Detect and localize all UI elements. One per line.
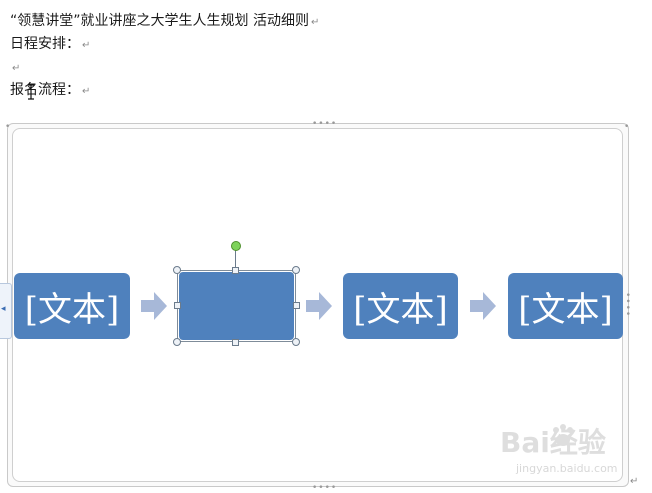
- doc-title-text: “领慧讲堂”就业讲座之大学生人生规划 活动细则: [10, 13, 309, 29]
- ibeam-cursor-icon: [28, 84, 34, 100]
- process-arrow-1[interactable]: [141, 292, 167, 320]
- chevron-left-icon: ◂: [1, 304, 6, 314]
- process-box-1-label: [文本]: [24, 289, 120, 330]
- resize-handle-top[interactable]: [232, 267, 239, 274]
- paragraph-mark: ↵: [82, 40, 91, 51]
- resize-handle-left[interactable]: [174, 302, 181, 309]
- doc-registration-text: 报名流程：: [10, 82, 80, 98]
- doc-empty-line[interactable]: ↵: [10, 58, 20, 78]
- end-paragraph-mark: ↵: [630, 476, 639, 487]
- frame-right-grip[interactable]: ••••: [622, 292, 632, 318]
- frame-top-grip[interactable]: ••••: [312, 119, 338, 129]
- doc-title-line[interactable]: “领慧讲堂”就业讲座之大学生人生规划 活动细则↵: [10, 12, 319, 32]
- resize-handle-bottom[interactable]: [232, 339, 239, 346]
- paragraph-mark: ↵: [310, 17, 320, 28]
- process-box-3-label: [文本]: [353, 289, 448, 330]
- resize-handle-bottom-left[interactable]: [173, 338, 181, 346]
- watermark-url: jingyan.baidu.com: [516, 462, 618, 475]
- process-arrow-3[interactable]: [470, 292, 496, 320]
- process-box-3[interactable]: [文本]: [343, 273, 458, 339]
- process-box-4-label: [文本]: [518, 289, 613, 330]
- frame-corner-tr[interactable]: •: [624, 122, 631, 132]
- process-box-4[interactable]: [文本]: [508, 273, 623, 339]
- paragraph-mark: ↵: [82, 86, 91, 97]
- text-pane-toggle[interactable]: ◂: [0, 283, 12, 339]
- process-box-1[interactable]: [文本]: [14, 273, 130, 339]
- watermark-brand: Bai经验: [500, 426, 606, 459]
- baidu-watermark: Bai经验 jingyan.baidu.com: [500, 420, 640, 480]
- rotation-handle-stem: [235, 249, 236, 270]
- process-box-2[interactable]: [179, 272, 294, 340]
- resize-handle-bottom-right[interactable]: [292, 338, 300, 346]
- process-arrow-2[interactable]: [306, 292, 332, 320]
- frame-corner-tl[interactable]: •: [5, 122, 12, 132]
- resize-handle-right[interactable]: [293, 302, 300, 309]
- doc-schedule-text: 日程安排：: [10, 36, 80, 52]
- doc-schedule-line[interactable]: 日程安排：↵: [10, 35, 90, 55]
- resize-handle-top-right[interactable]: [292, 266, 300, 274]
- selection-outline: [177, 270, 296, 342]
- baidu-paw-logo-icon: Bai经验: [500, 424, 606, 459]
- resize-handle-top-left[interactable]: [173, 266, 181, 274]
- rotation-handle[interactable]: [231, 241, 241, 251]
- paragraph-mark: ↵: [12, 63, 21, 74]
- doc-registration-line[interactable]: 报名流程：↵: [10, 81, 90, 101]
- frame-bottom-grip[interactable]: ••••: [312, 483, 338, 493]
